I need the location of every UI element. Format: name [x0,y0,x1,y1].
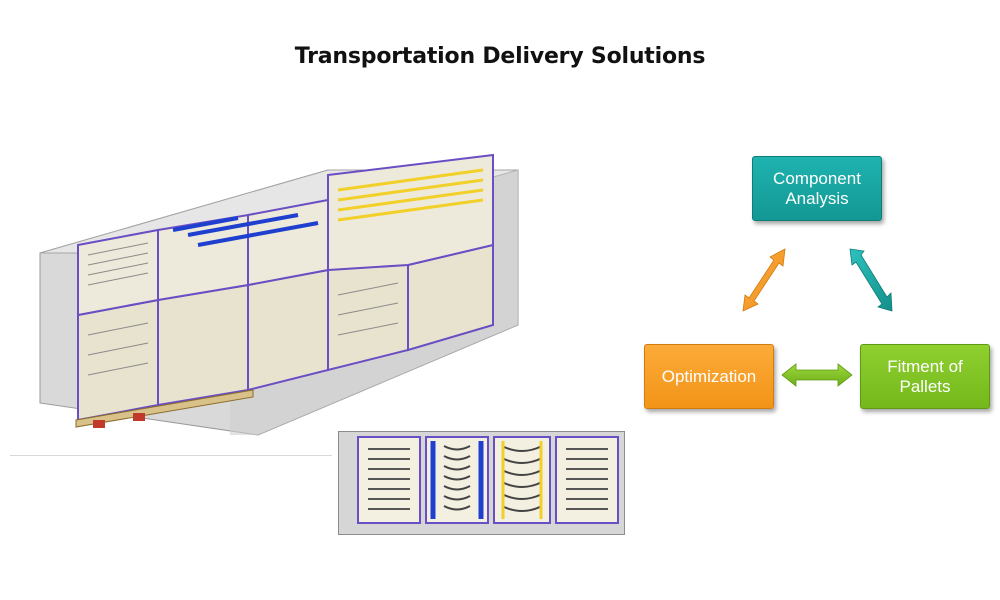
fitment-of-pallets-box: Fitment of Pallets [860,344,990,409]
component-analysis-label: Component Analysis [773,168,861,208]
container-3d-image [39,153,519,436]
arrow-optimization-to-component [742,248,786,312]
arrow-component-to-fitment [849,248,893,312]
arrow-optimization-to-fitment [781,363,853,387]
optimization-label: Optimization [661,366,757,386]
optimization-box: Optimization [644,344,774,409]
fitment-of-pallets-label: Fitment of Pallets [887,356,963,396]
page-title: Transportation Delivery Solutions [294,44,706,69]
container-top-view-image [338,431,625,535]
component-analysis-box: Component Analysis [752,156,882,221]
divider-line [10,455,332,456]
